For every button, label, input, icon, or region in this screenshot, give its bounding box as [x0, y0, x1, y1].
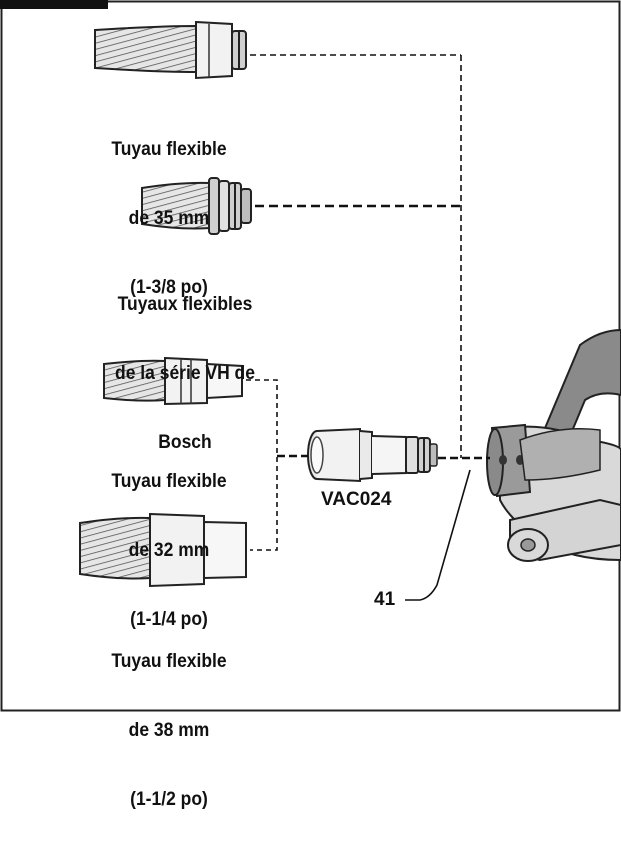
connection-lines — [246, 54, 490, 601]
label-hose-35mm: Tuyau flexible de 35 mm (1-3/8 po) — [91, 92, 247, 345]
label-adapter-vac024: VAC024 — [321, 489, 392, 510]
label-line: (1-1/2 po) — [130, 789, 208, 810]
label-line: de la série VH de — [115, 363, 255, 384]
hose-38mm-illustration — [79, 512, 247, 588]
label-line: Tuyaux flexibles — [117, 294, 253, 315]
hose-35mm-illustration — [94, 20, 247, 80]
callout-number-41: 41 — [374, 589, 396, 610]
hose-32mm-illustration — [103, 356, 243, 406]
diagram-page: Tuyau flexible de 35 mm (1-3/8 po) Tuyau… — [0, 0, 621, 810]
label-line: (1-1/4 po) — [130, 609, 208, 630]
label-line: de 35 mm — [128, 208, 210, 229]
label-line: Tuyau flexible — [111, 471, 227, 492]
label-hose-38mm: Tuyau flexible de 38 mm (1-1/2 po) — [91, 604, 247, 857]
label-line: Bosch — [158, 432, 212, 453]
diagram-canvas — [0, 0, 621, 712]
label-hose-vh-series: Tuyaux flexibles de la série VH de Bosch — [93, 247, 277, 500]
corner-tab — [0, 0, 108, 9]
tool-illustration — [486, 328, 621, 562]
label-line: Tuyau flexible — [111, 651, 227, 672]
label-line: (1-3/8 po) — [130, 277, 208, 298]
adapter-vac024-illustration — [307, 427, 438, 483]
label-hose-32mm: Tuyau flexible de 32 mm (1-1/4 po) — [91, 424, 247, 677]
label-line: Tuyau flexible — [111, 139, 227, 160]
hose-vh-illustration — [141, 177, 252, 235]
label-line: de 38 mm — [128, 720, 210, 741]
label-line: de 32 mm — [128, 540, 210, 561]
